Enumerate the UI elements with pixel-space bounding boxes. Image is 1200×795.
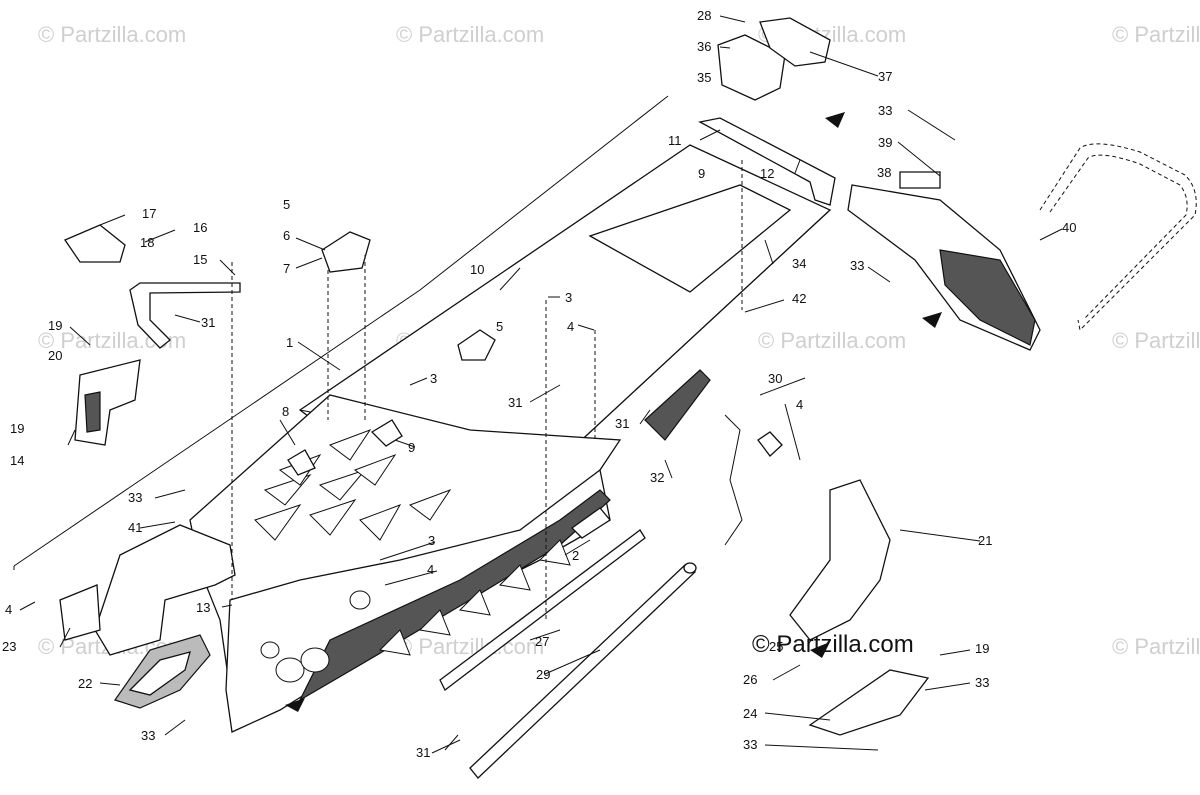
callout-30: 30 <box>768 371 782 386</box>
part-15-bar <box>129 282 241 349</box>
callout-labels: 1 2 3 3 3 4 4 4 4 5 5 6 7 8 9 9 10 11 12… <box>2 8 1076 760</box>
callout-31: 31 <box>615 416 629 431</box>
part-36-housing <box>717 34 786 101</box>
callout-31: 31 <box>201 315 215 330</box>
callout-1: 1 <box>286 335 293 350</box>
callout-33: 33 <box>128 490 142 505</box>
callout-33: 33 <box>850 258 864 273</box>
callout-16: 16 <box>193 220 207 235</box>
callout-42: 42 <box>792 291 806 306</box>
callout-33: 33 <box>975 675 989 690</box>
part-20-panel <box>74 359 141 446</box>
callout-13: 13 <box>196 600 210 615</box>
callout-4: 4 <box>427 562 434 577</box>
callout-11: 11 <box>668 133 682 148</box>
chassis-phantom-outline <box>13 95 669 570</box>
callout-35: 35 <box>697 70 711 85</box>
callout-38: 38 <box>877 165 891 180</box>
callout-24: 24 <box>743 706 757 721</box>
callout-34: 34 <box>792 256 806 271</box>
part-22-bracket <box>114 634 211 709</box>
callout-25: 25 <box>769 639 783 654</box>
part-5-bracket <box>457 329 496 361</box>
callout-26: 26 <box>743 672 757 687</box>
callout-8: 8 <box>282 404 289 419</box>
callout-33: 33 <box>743 737 757 752</box>
center-lines <box>231 160 743 620</box>
watermark: © Partzilla.com <box>396 634 544 659</box>
callout-28: 28 <box>697 8 711 23</box>
callout-32: 32 <box>650 470 664 485</box>
watermark: © Partzilla.com <box>1112 328 1200 353</box>
part-7-bracket <box>321 231 371 273</box>
callout-3: 3 <box>430 371 437 386</box>
callout-12: 12 <box>760 166 774 181</box>
callout-19: 19 <box>975 641 989 656</box>
front-bulkhead <box>59 524 236 656</box>
watermark: © Partzilla.com <box>758 328 906 353</box>
callout-18: 18 <box>140 235 154 250</box>
watermark: © Partzilla.com <box>1112 22 1200 47</box>
callout-14: 14 <box>10 453 24 468</box>
callout-6: 6 <box>283 228 290 243</box>
callout-17: 17 <box>142 206 156 221</box>
tunnel-deck <box>298 144 832 501</box>
callout-40: 40 <box>1062 220 1076 235</box>
part-30-link <box>724 414 783 546</box>
callout-33: 33 <box>141 728 155 743</box>
callout-4: 4 <box>796 397 803 412</box>
callout-29: 29 <box>536 667 550 682</box>
chassis-frame <box>189 394 622 733</box>
callout-19: 19 <box>10 421 24 436</box>
part-32-bracket <box>644 369 711 441</box>
callout-31: 31 <box>508 395 522 410</box>
part-9-bracket <box>370 419 403 447</box>
watermark-featured: © Partzilla.com <box>752 631 914 658</box>
rails-and-bar <box>439 507 697 779</box>
callout-2: 2 <box>572 548 579 563</box>
callout-15: 15 <box>193 252 207 267</box>
callout-4: 4 <box>567 319 574 334</box>
callout-22: 22 <box>78 676 92 691</box>
watermark: © Partzilla.com <box>38 22 186 47</box>
callout-4: 4 <box>5 602 12 617</box>
callout-9: 9 <box>698 166 705 181</box>
callout-23: 23 <box>2 639 16 654</box>
callout-9: 9 <box>408 440 415 455</box>
callout-33: 33 <box>878 103 892 118</box>
callout-37: 37 <box>878 69 892 84</box>
snowflap-assembly <box>847 171 1041 351</box>
part-12-rear-bar <box>698 117 836 206</box>
callout-36: 36 <box>697 39 711 54</box>
callout-3: 3 <box>565 290 572 305</box>
leader-lines <box>19 15 1063 754</box>
callout-31: 31 <box>416 745 430 760</box>
callout-7: 7 <box>283 261 290 276</box>
callout-41: 41 <box>128 520 142 535</box>
callout-27: 27 <box>535 634 549 649</box>
callout-39: 39 <box>878 135 892 150</box>
direction-arrows <box>285 112 942 712</box>
watermark: © Partzilla.com <box>1112 634 1200 659</box>
callout-21: 21 <box>978 533 992 548</box>
callout-5: 5 <box>496 319 503 334</box>
callout-3: 3 <box>428 533 435 548</box>
part-24-step <box>808 669 930 736</box>
part-17-pad <box>64 224 126 263</box>
grab-bar <box>1039 143 1197 332</box>
part-21-plate <box>789 479 891 641</box>
part-37-lens <box>759 17 831 67</box>
callout-10: 10 <box>470 262 484 277</box>
part-8-bracket <box>287 449 316 476</box>
callout-19: 19 <box>48 318 62 333</box>
watermark: © Partzilla.com <box>396 22 544 47</box>
callout-20: 20 <box>48 348 62 363</box>
callout-5: 5 <box>283 197 290 212</box>
